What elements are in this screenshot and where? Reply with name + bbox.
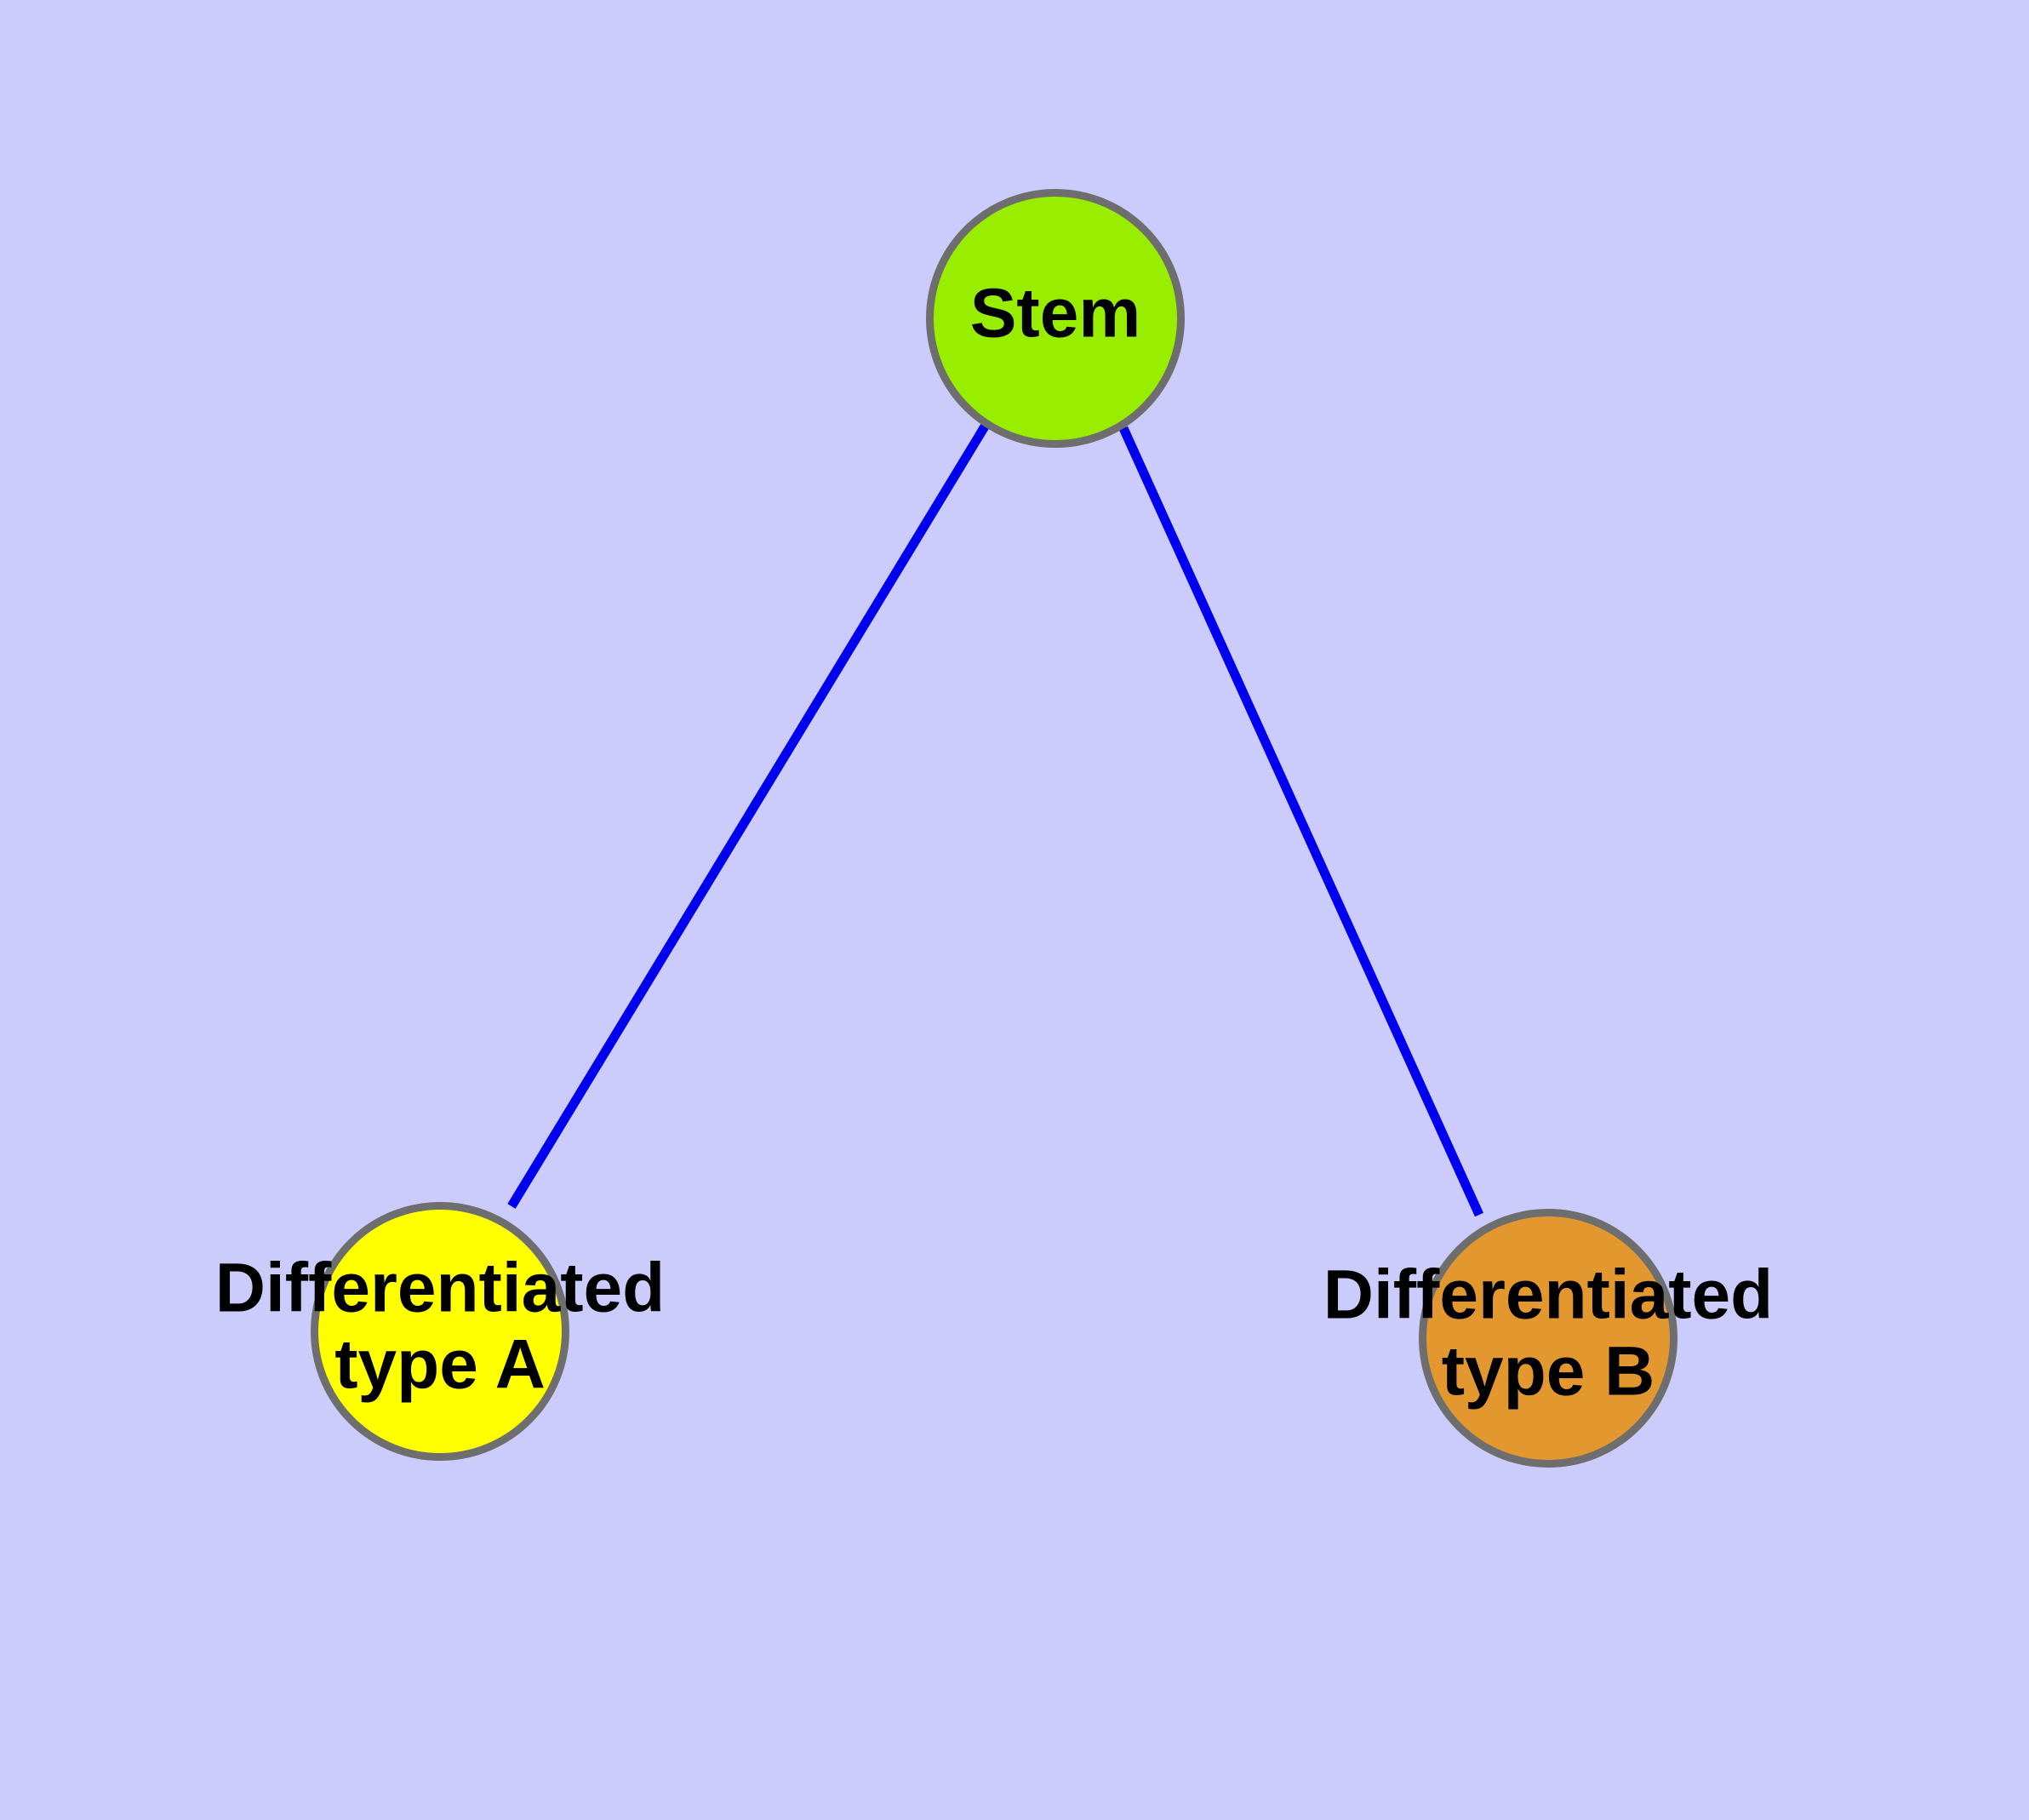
- nodes-layer: Stem Differentiated type A Differentiate…: [215, 189, 1774, 1468]
- node-differentiated-type-a[interactable]: Differentiated type A: [215, 1202, 666, 1461]
- node-differentiated-type-b-circle[interactable]: [1419, 1209, 1677, 1468]
- node-stem-label-line1: Stem: [970, 275, 1141, 352]
- edge-stem-to-differentiated-type-b[interactable]: [1118, 426, 1484, 1217]
- edge-stem-to-differentiated-type-a[interactable]: [507, 424, 989, 1209]
- edges-layer: [507, 424, 1484, 1217]
- node-differentiated-type-b-label-line1: Differentiated: [1323, 1256, 1774, 1334]
- node-differentiated-type-b[interactable]: Differentiated type B: [1323, 1209, 1774, 1468]
- node-differentiated-type-a-label-line1: Differentiated: [215, 1250, 666, 1327]
- node-differentiated-type-a-label-line2: type A: [334, 1326, 546, 1404]
- node-stem-circle[interactable]: [926, 189, 1185, 448]
- node-differentiated-type-a-circle[interactable]: [311, 1202, 569, 1461]
- node-stem[interactable]: Stem: [926, 189, 1185, 448]
- node-differentiated-type-b-label-line2: type B: [1442, 1333, 1655, 1411]
